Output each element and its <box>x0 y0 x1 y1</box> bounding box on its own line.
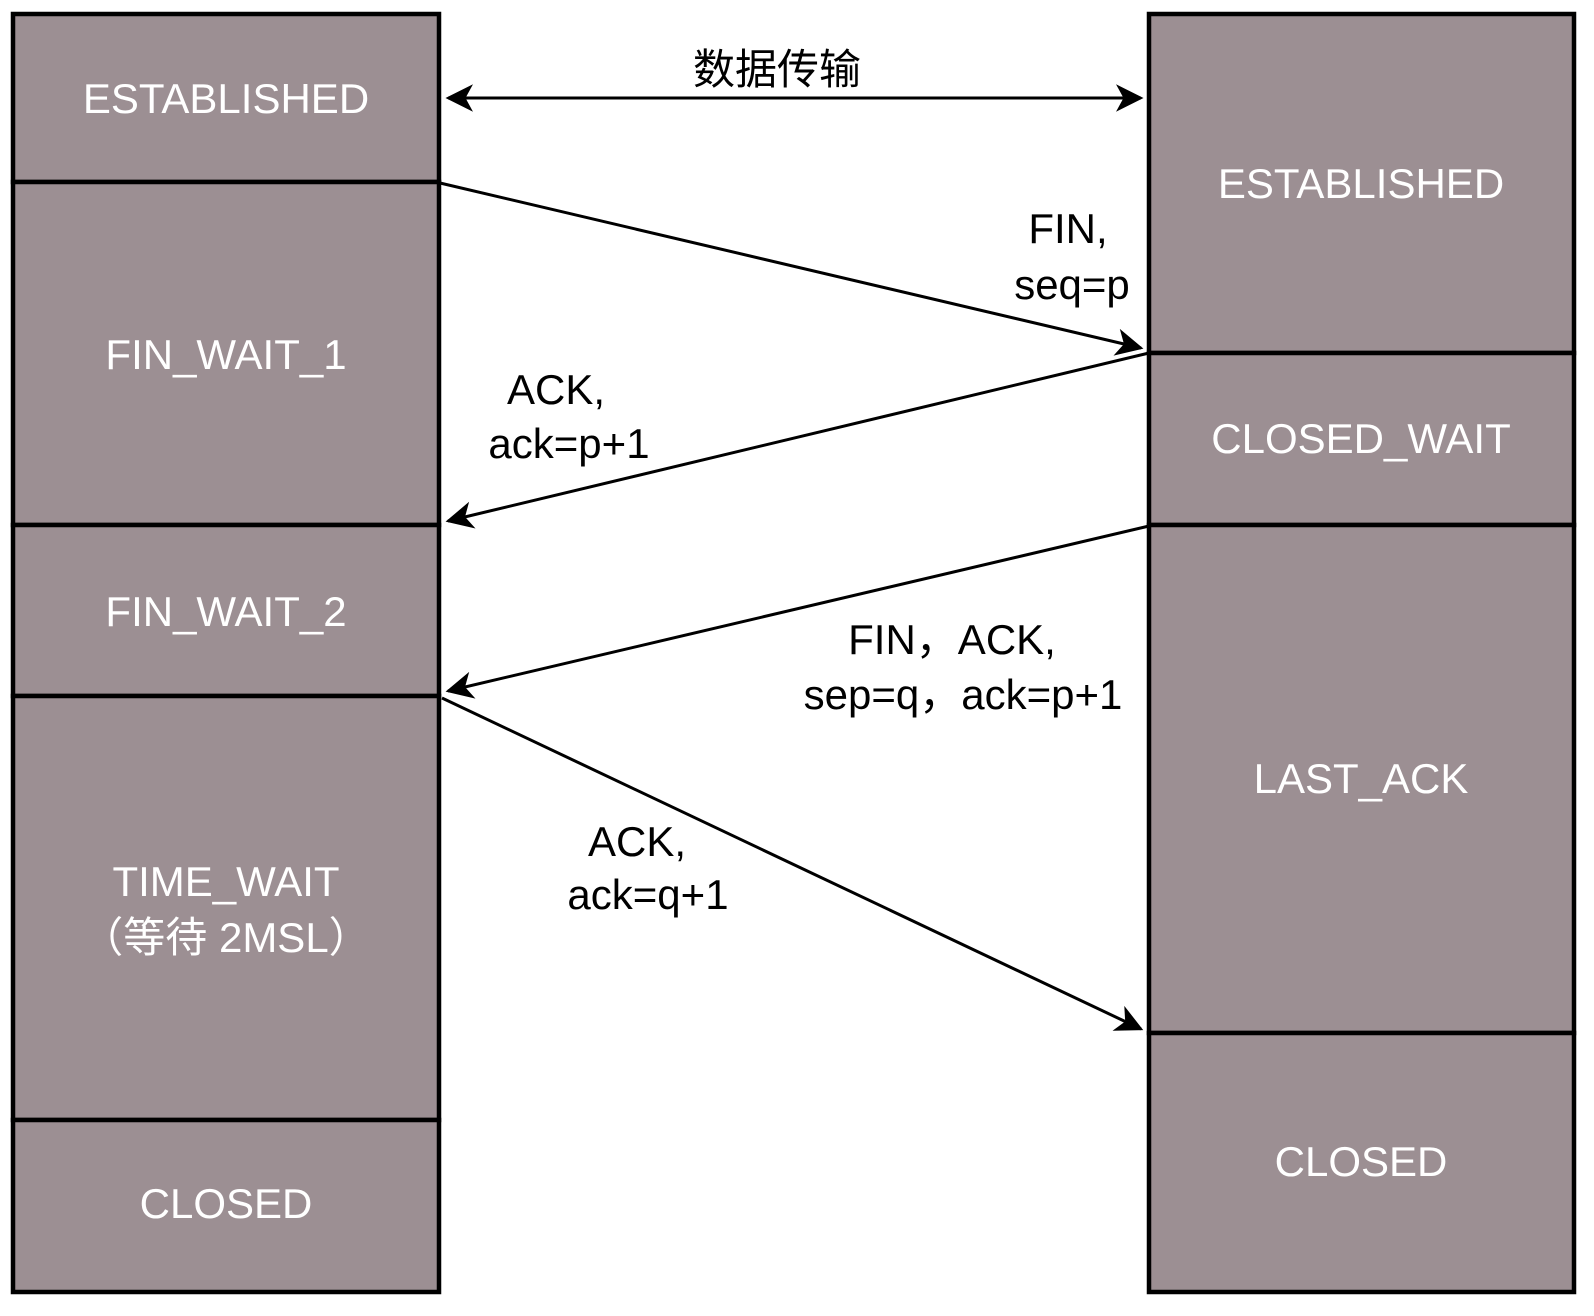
arrow-fin-ack <box>445 524 1150 699</box>
state-box-right-established <box>1146 11 1577 356</box>
label-fin-line1: FIN, <box>1028 205 1107 252</box>
arrow-ack-of-fin <box>445 351 1150 529</box>
label-fin-ack-line1: FIN，ACK, <box>848 616 1056 663</box>
message-labels: 数据传输 FIN, seq=p ACK, ack=p+1 FIN，ACK, se… <box>488 46 1129 918</box>
state-box-right-closed <box>1146 1030 1577 1295</box>
label-fin-line2: seq=p <box>1014 261 1130 308</box>
label-fin-ack-line2: sep=q，ack=p+1 <box>804 671 1123 718</box>
state-label-left-time-wait-note: （等待 2MSL） <box>81 914 370 961</box>
state-label-left-fin-wait-2: FIN_WAIT_2 <box>105 588 346 635</box>
left-state-column: ESTABLISHED FIN_WAIT_1 FIN_WAIT_2 TIME_W… <box>10 11 442 1295</box>
state-box-left-fin-wait-2 <box>10 522 442 699</box>
state-box-left-closed <box>10 1117 442 1295</box>
label-ack-of-fin-line1: ACK, <box>507 366 605 413</box>
state-label-left-fin-wait-1: FIN_WAIT_1 <box>105 331 346 378</box>
state-label-left-established: ESTABLISHED <box>83 75 369 122</box>
message-arrows <box>439 84 1150 1031</box>
state-label-right-closed: CLOSED <box>1275 1138 1448 1185</box>
state-box-right-closed-wait <box>1146 350 1577 528</box>
arrow-last-ack <box>441 696 1144 1031</box>
right-state-column: ESTABLISHED CLOSED_WAIT LAST_ACK CLOSED <box>1146 11 1577 1295</box>
state-box-left-fin-wait-1 <box>10 179 442 528</box>
state-label-right-established: ESTABLISHED <box>1218 160 1504 207</box>
arrow-fin <box>439 181 1144 356</box>
state-box-left-time-wait <box>10 693 442 1123</box>
label-last-ack-line2: ack=q+1 <box>567 871 728 918</box>
state-label-left-closed: CLOSED <box>140 1180 313 1227</box>
state-label-left-time-wait: TIME_WAIT <box>112 858 339 905</box>
state-label-right-last-ack: LAST_ACK <box>1254 755 1469 802</box>
label-data-transfer: 数据传输 <box>693 46 861 93</box>
label-ack-of-fin-line2: ack=p+1 <box>488 420 649 467</box>
state-label-right-closed-wait: CLOSED_WAIT <box>1211 415 1511 462</box>
state-box-left-established <box>10 11 442 185</box>
label-last-ack-line1: ACK, <box>588 818 686 865</box>
